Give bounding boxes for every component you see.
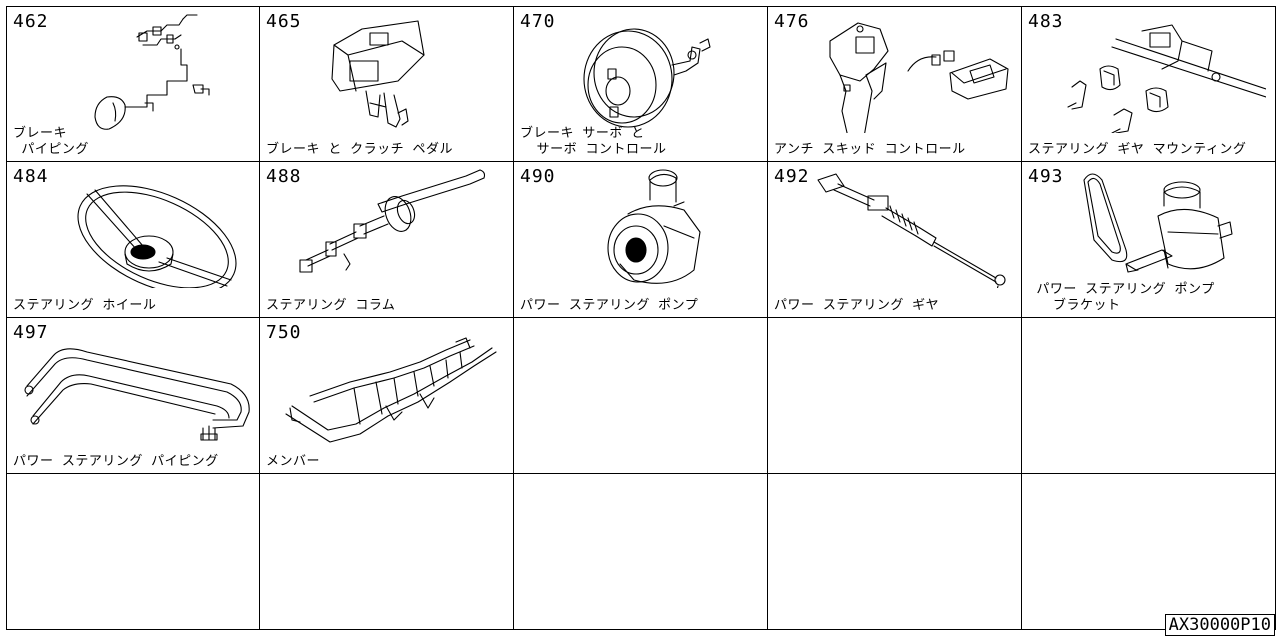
empty-cell: [768, 318, 1022, 474]
part-label: パワー ステアリング パイピング: [13, 454, 219, 469]
part-code: 490: [520, 166, 556, 187]
part-cell-750[interactable]: 750 メンバー: [260, 318, 514, 474]
part-label: パワー ステアリング ポンプ ブラケット: [1036, 282, 1215, 313]
part-label: アンチ スキッド コントロール: [774, 142, 966, 157]
part-code: 493: [1028, 166, 1064, 187]
power-steering-piping-icon: [24, 348, 250, 441]
part-code: 497: [13, 322, 49, 343]
anti-skid-control-icon: [829, 22, 1009, 133]
steering-column-icon: [299, 169, 486, 273]
part-label: パワー ステアリング ギヤ: [774, 298, 940, 313]
part-cell-476[interactable]: 476 アンチ スキッド コントロール: [768, 6, 1022, 162]
document-id: AX30000P10: [1164, 614, 1275, 636]
empty-cell: [1022, 318, 1276, 474]
part-cell-492[interactable]: 492 パワー ステアリング ギヤ: [768, 162, 1022, 318]
part-code: 750: [266, 322, 302, 343]
part-code: 476: [774, 11, 810, 32]
empty-cell: [768, 474, 1022, 630]
steering-gear-mounting-icon: [1067, 24, 1266, 133]
steering-wheel-icon: [77, 185, 237, 288]
brake-clutch-pedal-icon: [331, 20, 425, 128]
part-label: ステアリング ギヤ マウンティング: [1028, 142, 1247, 157]
part-cell-488[interactable]: 488 ステアリング コラム: [260, 162, 514, 318]
power-steering-gear-icon: [817, 173, 1006, 288]
part-label: ステアリング ホイール: [13, 298, 157, 313]
part-code: 462: [13, 11, 49, 32]
part-label: ステアリング コラム: [266, 298, 396, 313]
part-cell-483[interactable]: 483 ステアリング ギヤ マウンティング: [1022, 6, 1276, 162]
part-code: 492: [774, 166, 810, 187]
part-label: ブレーキ サーボ と サーボ コントロール: [520, 126, 667, 157]
brake-piping-icon: [94, 14, 210, 130]
power-steering-pump-icon: [607, 169, 701, 284]
part-cell-497[interactable]: 497 パワー ステアリング パイピング: [6, 318, 260, 474]
part-cell-490[interactable]: 490 パワー ステアリング ポンプ: [514, 162, 768, 318]
empty-cell: [260, 474, 514, 630]
part-cell-465[interactable]: 465 ブレーキ と クラッチ ペダル: [260, 6, 514, 162]
part-code: 488: [266, 166, 302, 187]
part-cell-462[interactable]: 462 ブレーキ パイピング: [6, 6, 260, 162]
part-cell-470[interactable]: 470 ブレーキ サーボ と サーボ コントロール: [514, 6, 768, 162]
empty-cell: [1022, 474, 1276, 630]
part-label: メンバー: [266, 454, 321, 469]
empty-cell: [514, 474, 768, 630]
part-code: 483: [1028, 11, 1064, 32]
empty-cell: [6, 474, 260, 630]
empty-cell: [514, 318, 768, 474]
part-code: 484: [13, 166, 49, 187]
brake-servo-icon: [583, 28, 711, 128]
part-code: 470: [520, 11, 556, 32]
pump-bracket-icon: [1083, 173, 1233, 273]
member-frame-icon: [285, 337, 497, 443]
part-label: パワー ステアリング ポンプ: [520, 298, 699, 313]
part-cell-493[interactable]: 493 パワー ステアリング ポンプ ブラケット: [1022, 162, 1276, 318]
part-label: ブレーキ と クラッチ ペダル: [266, 142, 453, 157]
parts-catalog-grid: 462 ブレーキ パイピング 465: [6, 6, 1276, 630]
part-label: ブレーキ パイピング: [13, 126, 89, 157]
part-cell-484[interactable]: 484 ステアリング ホイール: [6, 162, 260, 318]
part-code: 465: [266, 11, 302, 32]
